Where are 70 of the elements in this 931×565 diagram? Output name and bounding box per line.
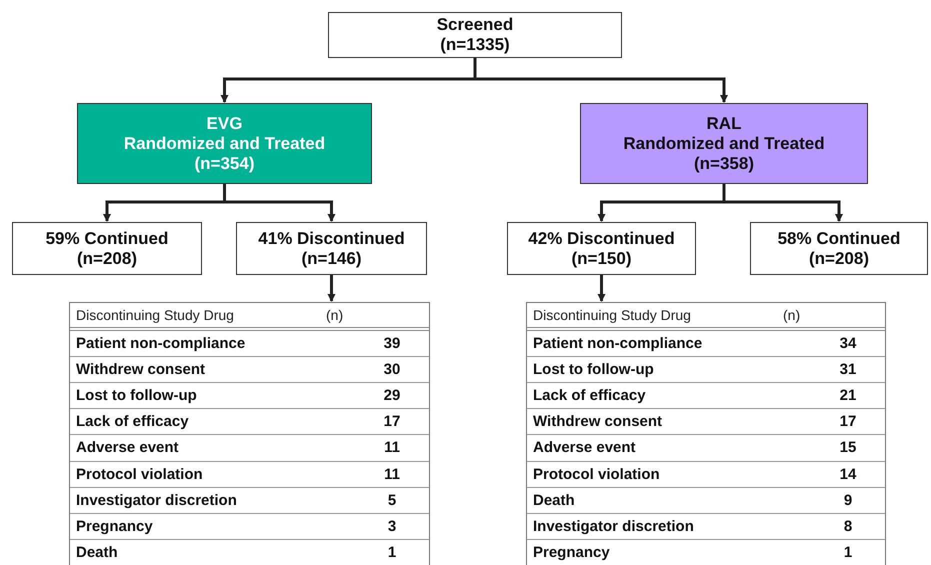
count-value: 14	[838, 466, 858, 483]
arrow	[223, 184, 336, 222]
count-value: 29	[382, 387, 402, 404]
count-value: 11	[383, 439, 401, 456]
reason-text: Protocol violation	[75, 466, 204, 483]
reason-text: Adverse event	[532, 439, 637, 456]
table-header: Discontinuing Study Drug	[532, 307, 692, 323]
flow-box	[328, 12, 622, 58]
box-text: (n=358)	[694, 154, 754, 174]
reason-text: Death	[532, 492, 576, 509]
count-value: 1	[386, 544, 398, 561]
box-text: (n=208)	[809, 248, 869, 268]
box-text: (n=208)	[77, 248, 137, 268]
reason-text: Lack of efficacy	[75, 413, 190, 430]
box-text: 59% Continued	[46, 228, 168, 248]
count-value: 21	[838, 387, 858, 404]
reasons-table	[526, 302, 886, 565]
arrow	[722, 184, 843, 222]
arrow	[474, 58, 728, 103]
table-header: (n)	[326, 307, 344, 323]
box-text: EVG	[206, 114, 242, 134]
reason-text: Patient non-compliance	[532, 335, 704, 352]
reason-text: Pregnancy	[532, 544, 611, 561]
flow-box	[236, 222, 427, 275]
count-value: 17	[382, 413, 402, 430]
flow-box	[507, 222, 696, 275]
count-value: 5	[386, 492, 398, 509]
count-value: 8	[842, 518, 854, 535]
table-header: (n)	[783, 307, 800, 323]
box-text: Randomized and Treated	[623, 134, 825, 154]
count-value: 31	[838, 361, 858, 378]
arrow	[598, 275, 606, 302]
reason-text: Adverse event	[75, 439, 180, 456]
count-value: 34	[838, 335, 858, 352]
reason-text: Withdrew consent	[532, 413, 664, 430]
box-text: RAL	[706, 114, 742, 134]
reason-text: Withdrew consent	[75, 361, 206, 378]
flow-box	[580, 103, 868, 184]
box-text: (n=1335)	[440, 35, 510, 55]
box-text: (n=150)	[572, 248, 632, 268]
box-text: 58% Continued	[778, 228, 900, 248]
box-text: Screened	[436, 15, 514, 35]
count-value: 9	[842, 492, 854, 509]
box-text: 41% Discontinued	[258, 228, 405, 248]
arrow	[328, 275, 336, 302]
reason-text: Patient non-compliance	[75, 335, 246, 352]
box-text: (n=146)	[302, 248, 362, 268]
reasons-table	[69, 302, 430, 565]
count-value: 15	[838, 439, 858, 456]
count-value: 3	[386, 518, 398, 535]
flow-box	[77, 103, 372, 184]
reason-text: Pregnancy	[75, 518, 154, 535]
flow-box	[12, 222, 202, 275]
reason-text: Investigator discretion	[75, 492, 238, 509]
box-text: (n=354)	[194, 154, 254, 174]
table-header: Discontinuing Study Drug	[75, 307, 235, 323]
count-value: 30	[382, 361, 402, 378]
box-text: Randomized and Treated	[124, 134, 326, 154]
reason-text: Investigator discretion	[532, 518, 695, 535]
reason-text: Lost to follow-up	[75, 387, 198, 404]
reason-text: Protocol violation	[532, 466, 661, 483]
count-value: 17	[838, 413, 858, 430]
count-value: 11	[383, 466, 401, 483]
reason-text: Lost to follow-up	[532, 361, 655, 378]
box-text: 42% Discontinued	[528, 228, 675, 248]
reason-text: Death	[75, 544, 119, 561]
reason-text: Lack of efficacy	[532, 387, 647, 404]
flow-box	[750, 222, 928, 275]
count-value: 1	[842, 544, 854, 561]
count-value: 39	[382, 335, 402, 352]
